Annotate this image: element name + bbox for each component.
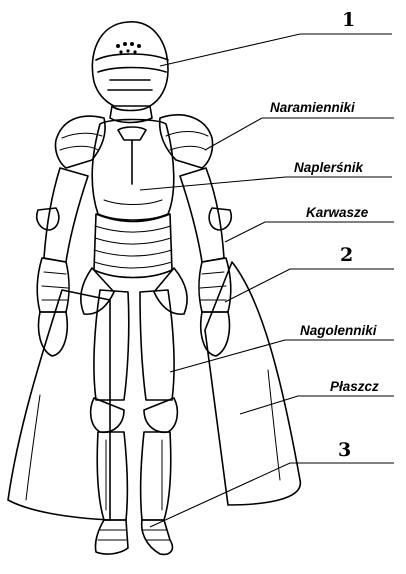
- visor-holes: [116, 42, 141, 54]
- leader-lines: [140, 34, 394, 527]
- arms: [37, 168, 232, 356]
- label-1: 1: [342, 9, 355, 31]
- sabatons: [95, 520, 172, 554]
- label-2: 2: [340, 244, 353, 266]
- label-naramienniki: Naramienniki: [270, 100, 355, 115]
- label-plaszcz: Płaszcz: [330, 379, 379, 394]
- label-3: 3: [338, 439, 351, 461]
- helmet: [92, 22, 168, 123]
- label-naplersnik: Naplerśnik: [294, 160, 365, 175]
- cloak: [8, 262, 300, 520]
- label-karwasze: Karwasze: [306, 205, 369, 220]
- fauld: [81, 214, 187, 314]
- legs: [91, 290, 178, 520]
- label-nagolenniki: Nagolenniki: [300, 323, 377, 338]
